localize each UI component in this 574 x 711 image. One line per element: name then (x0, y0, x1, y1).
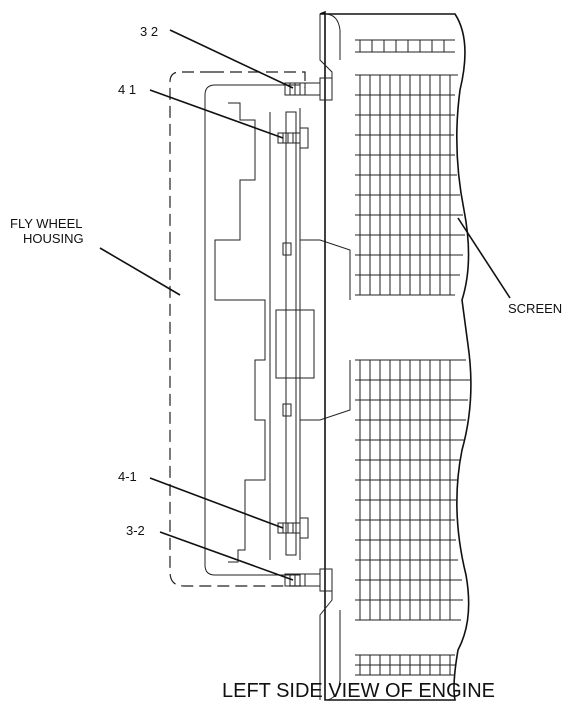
screen-flange-top (319, 13, 341, 88)
bottom-screw-4-1 (277, 517, 309, 539)
bottom-bolt-3-2 (284, 568, 333, 592)
screen-grid-top-strip (355, 39, 455, 53)
top-bolt-3-2 (284, 77, 333, 101)
label-bottom-bolt: 3-2 (126, 523, 145, 538)
screen-outline (319, 10, 472, 701)
label-top-bolt: 3 2 (140, 24, 158, 39)
hub-bolt-upper (282, 242, 292, 256)
flywheel-housing-outline-top (212, 71, 306, 88)
label-flywheel-line2: HOUSING (23, 231, 84, 246)
screen-grid-bottom-strip (355, 654, 455, 676)
label-bottom-screw: 4-1 (118, 469, 137, 484)
diagram-caption: LEFT SIDE VIEW OF ENGINE (222, 680, 495, 702)
label-flywheel-line1: FLY WHEEL (10, 216, 82, 231)
flywheel-housing-inner-outline (204, 84, 300, 576)
leader-bottom-screw (149, 477, 284, 529)
leader-top-screw (149, 89, 284, 139)
leader-screen (457, 217, 511, 299)
label-screen: SCREEN (508, 301, 562, 316)
hub-block (275, 309, 315, 379)
screen-grid-lower (355, 359, 470, 621)
hub-bolt-lower (282, 403, 292, 417)
coupling-plate (285, 111, 297, 556)
label-top-screw: 4 1 (118, 82, 136, 97)
leader-bottom-bolt (159, 531, 294, 581)
coupling-profile (214, 102, 266, 563)
screen-grid-upper (355, 74, 465, 296)
leader-flywheel (99, 247, 181, 296)
flywheel-housing-outline (169, 71, 302, 587)
leader-top-bolt (169, 29, 294, 89)
hub-shaft (300, 239, 351, 421)
